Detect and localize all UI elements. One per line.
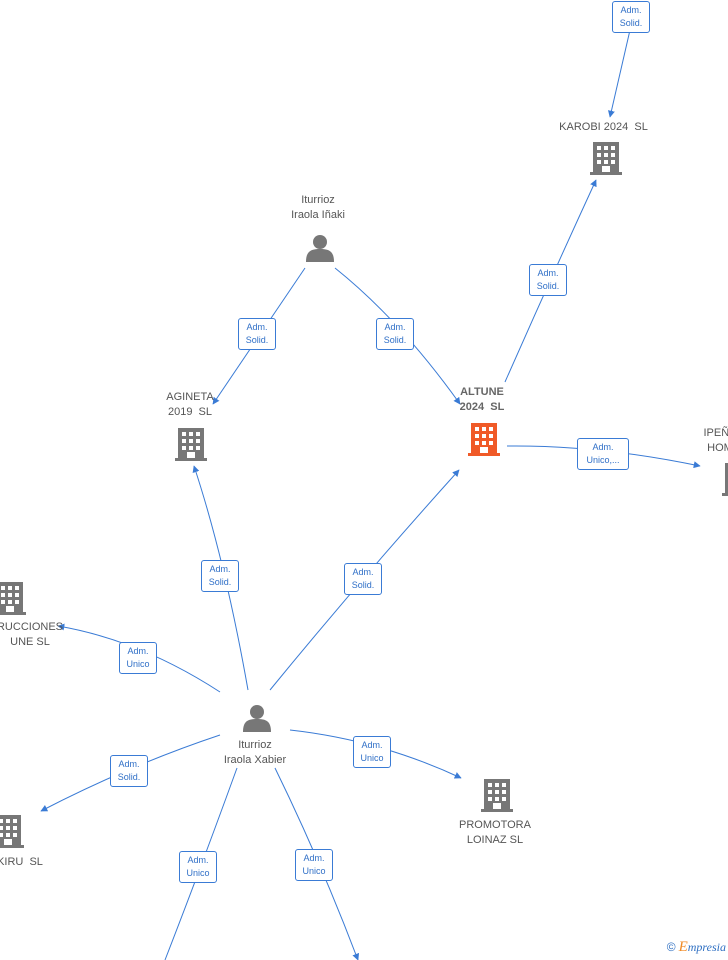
node-label-iturrioz-xabier[interactable]: Iturrioz Iraola Xabier: [223, 739, 287, 766]
edge-label-role[interactable]: Adm. Solid.: [110, 755, 148, 787]
edge-label-role[interactable]: Adm. Solid.: [201, 560, 239, 592]
copyright-symbol: ©: [666, 940, 676, 954]
node-label-agineta[interactable]: AGINETA 2019 SL: [166, 391, 214, 418]
focus-company-building-icon[interactable]: [468, 423, 500, 456]
node-label-iturrioz-inaki[interactable]: Iturrioz Iraola Iñaki: [291, 194, 345, 221]
node-label-karobi[interactable]: KAROBI 2024 SL: [559, 121, 648, 133]
edge-label-role[interactable]: Adm. Solid.: [612, 1, 650, 33]
company-building-icon[interactable]: [722, 463, 728, 496]
edge-label-role[interactable]: Adm. Unico: [353, 736, 391, 768]
edge-label-role[interactable]: Adm. Solid.: [238, 318, 276, 350]
person-icon[interactable]: [306, 235, 334, 262]
edge-label-role[interactable]: Adm. Unico: [179, 851, 217, 883]
person-icon[interactable]: [243, 705, 271, 732]
empresia-logo[interactable]: © Empresia: [667, 939, 726, 956]
brand-initial: E: [678, 939, 688, 955]
edge-label-role[interactable]: Adm. Solid.: [529, 264, 567, 296]
edge-label-role[interactable]: Adm. Solid.: [344, 563, 382, 595]
node-label-kiru[interactable]: KIRU SL: [0, 856, 43, 868]
node-label-construcciones[interactable]: RUCCIONES UNE SL: [0, 621, 63, 648]
edge-label-role[interactable]: Adm. Unico: [119, 642, 157, 674]
company-building-icon[interactable]: [175, 428, 207, 461]
company-building-icon[interactable]: [0, 582, 26, 615]
node-label-ipena[interactable]: IPEÑA HOM: [703, 427, 728, 454]
edge-label-role[interactable]: Adm. Unico: [295, 849, 333, 881]
edge-label-role[interactable]: Adm. Solid.: [376, 318, 414, 350]
edge-line: [608, 29, 631, 118]
edge-label-role[interactable]: Adm. Unico,...: [577, 438, 629, 470]
company-building-icon[interactable]: [0, 815, 24, 848]
company-building-icon[interactable]: [590, 142, 622, 175]
node-label-altune[interactable]: ALTUNE 2024 SL: [459, 386, 505, 413]
company-building-icon[interactable]: [481, 779, 513, 812]
node-label-promotora[interactable]: PROMOTORA LOINAZ SL: [459, 819, 531, 846]
brand-name: mpresia: [687, 940, 726, 954]
